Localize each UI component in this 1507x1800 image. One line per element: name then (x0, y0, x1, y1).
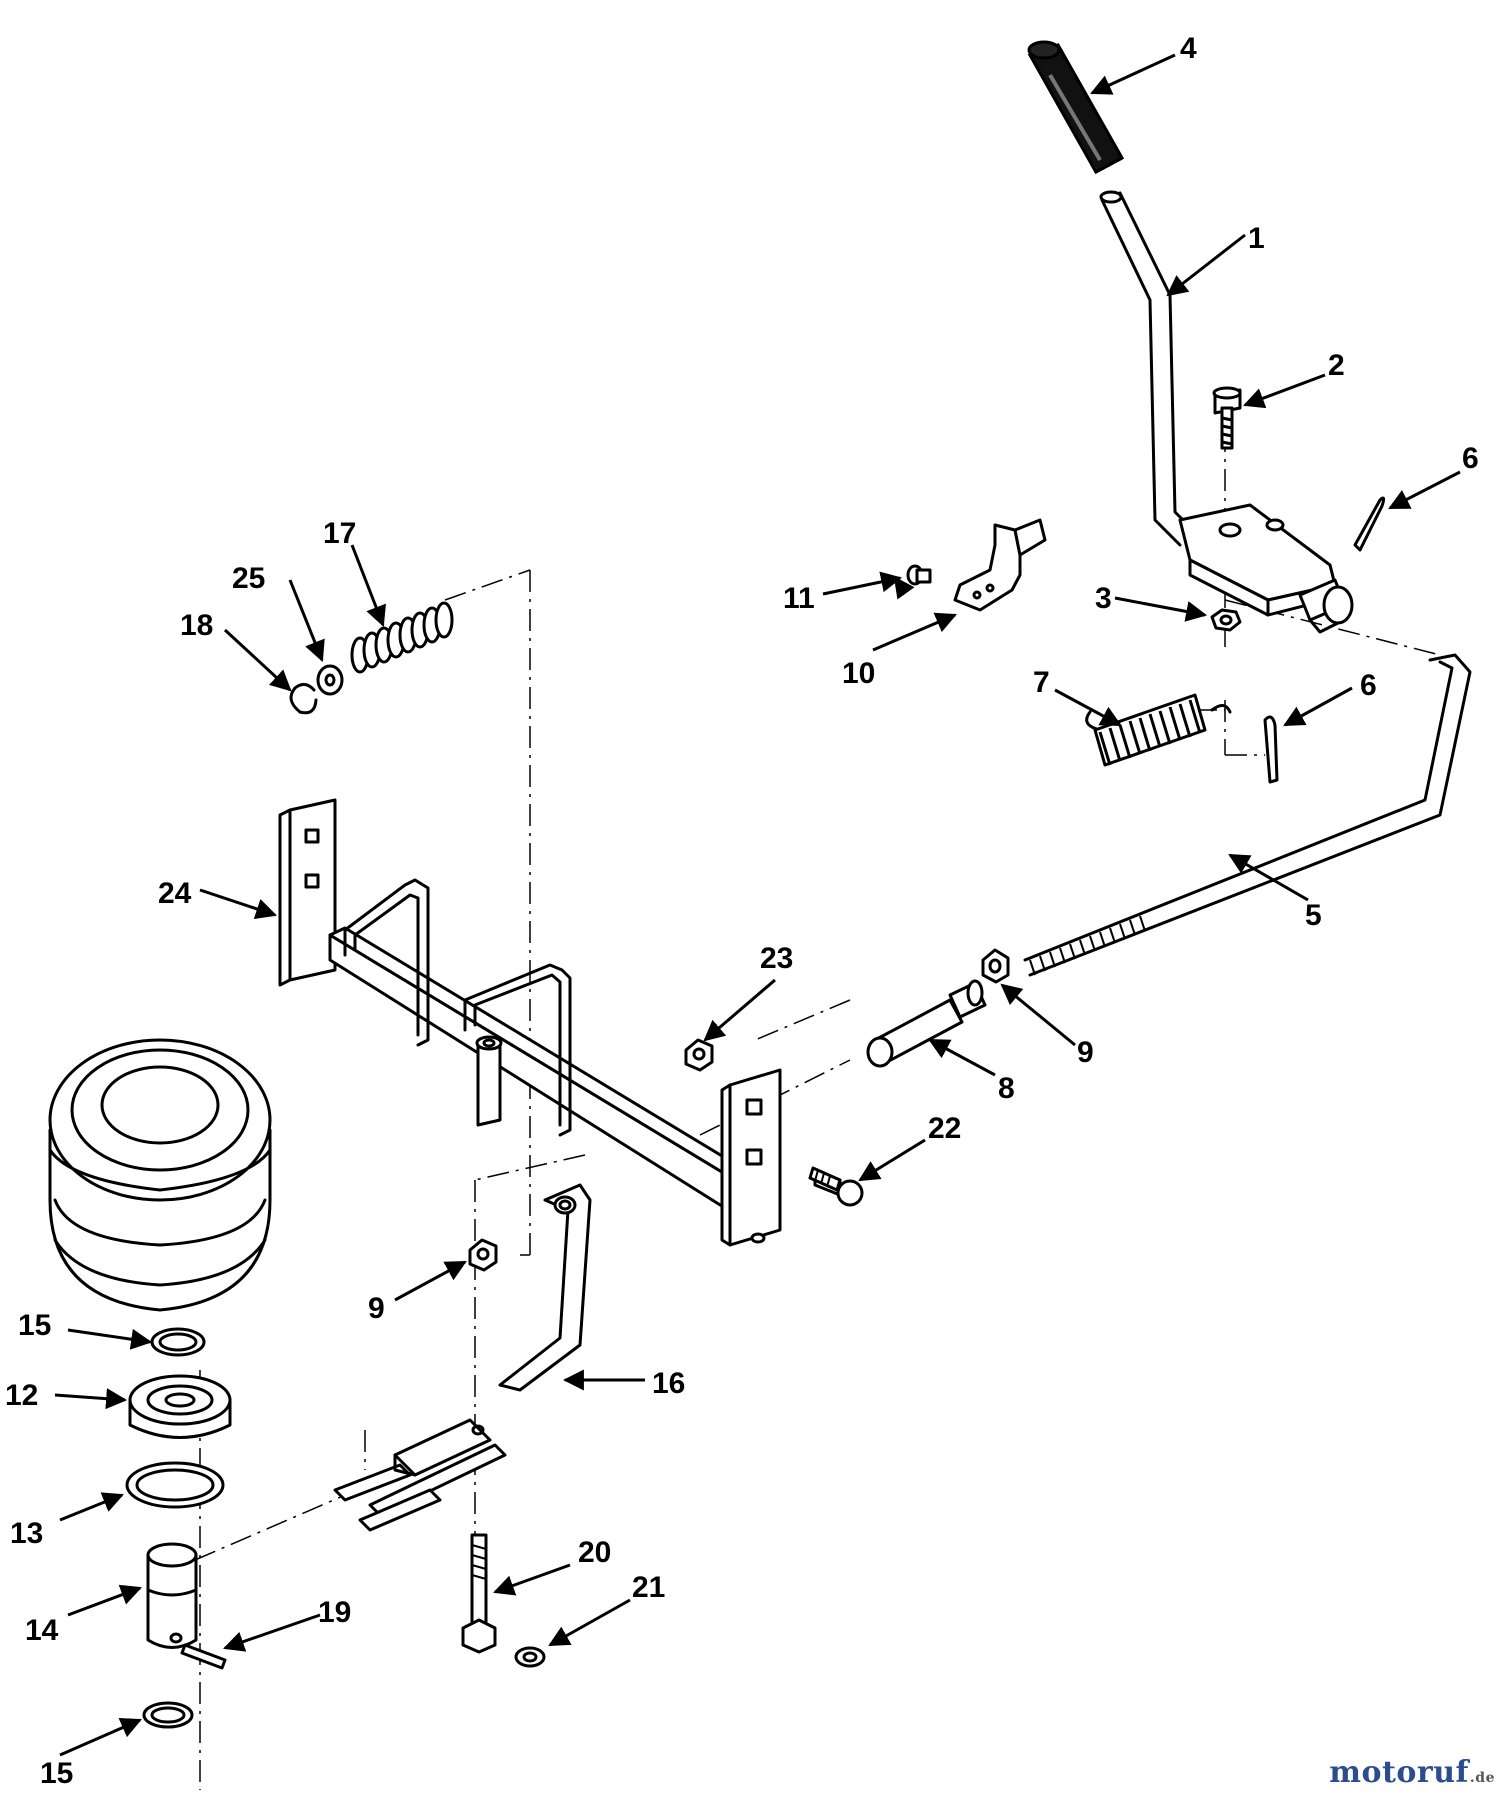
extension-spring-7 (1085, 693, 1232, 767)
watermark-text: motoruf (1329, 1755, 1469, 1790)
part-label-1: 1 (1248, 222, 1265, 255)
part-label-8: 8 (998, 1072, 1015, 1105)
snap-ring-upper-15 (150, 1327, 206, 1357)
part-label-25: 25 (232, 562, 265, 595)
part-label-6a: 6 (1462, 442, 1479, 475)
part-label-15a: 15 (18, 1309, 51, 1342)
part-label-20: 20 (578, 1536, 611, 1569)
idler-arm-16 (333, 1183, 592, 1532)
bracket-10 (953, 518, 1047, 612)
part-label-2: 2 (1328, 349, 1345, 382)
part-label-18: 18 (180, 609, 213, 642)
pulley-spindle-14 (146, 1542, 198, 1649)
bolt-22 (808, 1166, 864, 1207)
part-label-14: 14 (25, 1614, 59, 1647)
part-label-15b: 15 (40, 1757, 73, 1790)
part-labels: 1 2 3 4 5 6 6 7 8 9 9 10 11 12 13 14 15 … (5, 32, 1479, 1790)
part-label-19: 19 (318, 1596, 351, 1629)
part-label-22: 22 (928, 1112, 961, 1145)
part-label-17: 17 (323, 517, 356, 550)
part-label-16: 16 (652, 1367, 685, 1400)
roll-pin-19 (180, 1643, 227, 1670)
retaining-ring-13 (125, 1461, 225, 1509)
nut-9-rod (981, 948, 1010, 984)
part-label-21: 21 (632, 1571, 665, 1604)
idler-pulley (48, 1038, 272, 1312)
watermark-suffix: .de (1469, 1770, 1495, 1786)
nut-23 (684, 1038, 714, 1072)
part-label-23: 23 (760, 942, 793, 975)
e-clip-18 (289, 683, 318, 715)
compression-spring-17 (350, 601, 454, 674)
lift-shaft-24 (278, 798, 782, 1247)
part-label-7: 7 (1033, 666, 1050, 699)
part-label-4: 4 (1180, 32, 1197, 65)
part-label-9a: 9 (1077, 1036, 1094, 1069)
bolt-2 (1212, 386, 1242, 450)
lever-bracket (1178, 503, 1354, 634)
lock-washer-21 (514, 1646, 546, 1668)
bolt-20 (461, 1533, 497, 1654)
lift-lever-rod (1099, 190, 1197, 547)
lift-rod-5 (1023, 653, 1472, 977)
nut-9-lower (468, 1238, 498, 1272)
leader-arrows (54, 53, 1461, 1757)
snap-ring-lower-15 (142, 1701, 194, 1729)
part-label-13: 13 (10, 1517, 43, 1550)
part-label-9b: 9 (368, 1292, 385, 1325)
part-label-11: 11 (783, 582, 815, 615)
handle-grip (1027, 40, 1125, 175)
clevis-pin-8 (866, 979, 987, 1068)
cotter-pin-upper (1353, 496, 1386, 552)
part-label-10: 10 (842, 657, 875, 690)
part-label-5: 5 (1305, 899, 1322, 932)
part-label-12: 12 (5, 1379, 38, 1412)
part-label-24: 24 (158, 877, 192, 910)
cotter-pin-lower (1263, 715, 1279, 784)
bolt-11 (906, 564, 932, 586)
part-label-6b: 6 (1360, 669, 1377, 702)
part-label-3: 3 (1095, 582, 1112, 615)
flat-washer-25 (316, 664, 344, 696)
ball-bearing-12 (128, 1374, 232, 1439)
watermark-logo: motoruf.de (1329, 1755, 1495, 1790)
nut-3 (1210, 608, 1242, 632)
